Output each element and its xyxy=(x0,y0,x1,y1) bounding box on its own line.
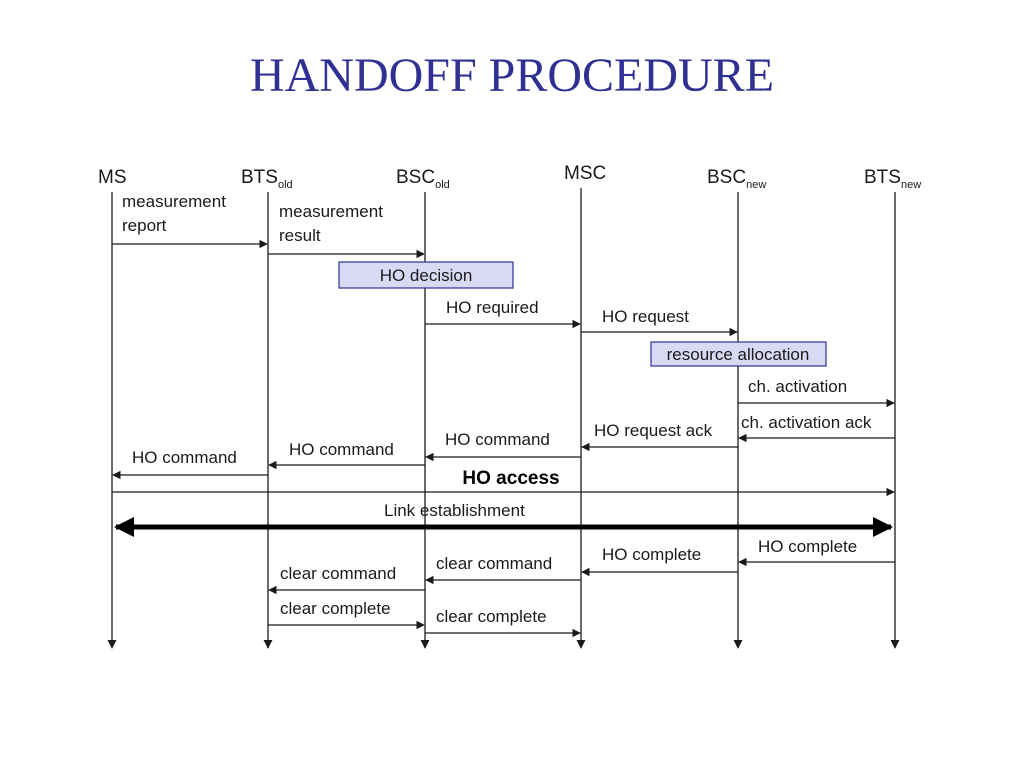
entity-bsc-old: BSCold xyxy=(396,167,450,191)
entity-ms: MS xyxy=(98,167,127,188)
entity-bsc-new: BSCnew xyxy=(707,167,766,191)
label-ho-request-ack: HO request ack xyxy=(594,421,713,440)
entity-msc: MSC xyxy=(564,163,606,184)
label-ho-complete-bsc: HO complete xyxy=(602,545,701,564)
ho-decision-label: HO decision xyxy=(380,266,473,285)
resource-allocation-box xyxy=(650,341,827,367)
message-arrows xyxy=(112,239,895,638)
label-clear-command-msc: clear command xyxy=(436,554,552,573)
label-ho-complete-bts: HO complete xyxy=(758,537,857,556)
label-clear-complete-bsc: clear complete xyxy=(436,607,547,626)
label-ho-request: HO request xyxy=(602,307,689,326)
entity-bts-old: BTSold xyxy=(241,167,293,191)
label-ho-command-bsc: HO command xyxy=(289,440,394,459)
label-clear-complete-bts: clear complete xyxy=(280,599,391,618)
label-ho-command-bts: HO command xyxy=(132,448,237,467)
label-clear-command-bsc: clear command xyxy=(280,564,396,583)
label-ho-command-msc: HO command xyxy=(445,430,550,449)
label-ho-access: HO access xyxy=(462,468,559,489)
label-ch-activation-ack: ch. activation ack xyxy=(741,413,872,432)
ho-decision-box xyxy=(338,261,514,289)
label-measurement-result-2: result xyxy=(279,226,321,245)
entity-bts-new: BTSnew xyxy=(864,167,921,191)
slide-title: HANDOFF PROCEDURE xyxy=(249,49,775,102)
label-measurement-report-1: measurement xyxy=(122,192,226,211)
resource-allocation-label: resource allocation xyxy=(667,345,810,364)
label-measurement-result-1: measurement xyxy=(279,202,383,221)
label-ho-required: HO required xyxy=(446,298,539,317)
label-ch-activation: ch. activation xyxy=(748,377,847,396)
label-link-establishment: Link establishment xyxy=(384,501,525,520)
label-measurement-report-2: report xyxy=(122,216,167,235)
